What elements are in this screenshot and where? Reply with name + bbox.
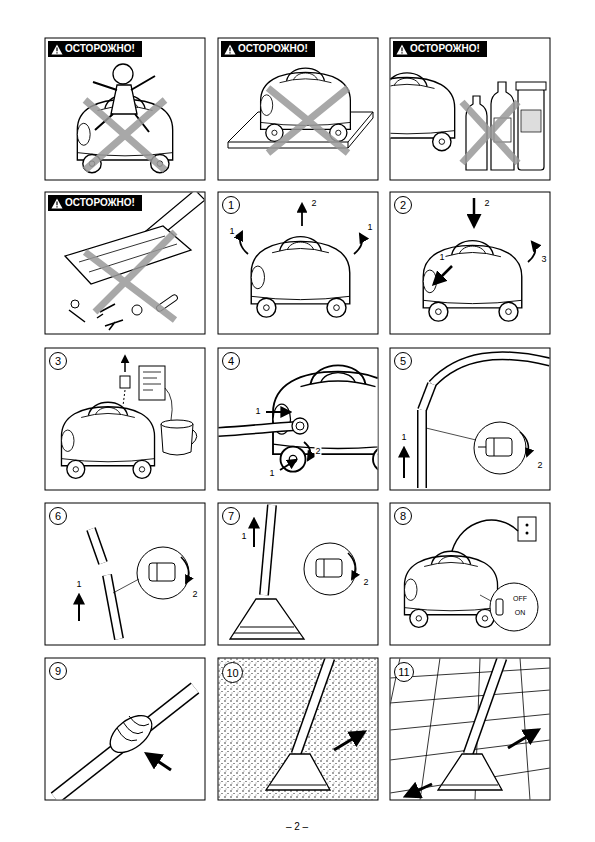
step-number-text: 5 xyxy=(400,355,406,367)
step8-figure xyxy=(404,517,538,631)
callout-number: 2 xyxy=(310,199,317,209)
step-number: 4 xyxy=(222,352,240,370)
step-number-text: 9 xyxy=(55,665,61,677)
warning-text: ОСТОРОЖНО! xyxy=(410,43,480,54)
callout-number: 1 xyxy=(240,532,247,542)
callout-number: 1 xyxy=(268,469,275,479)
step-number: 3 xyxy=(49,352,67,370)
callout-number: OFF xyxy=(512,595,528,603)
callout-number: 1 xyxy=(400,433,407,443)
step2-figure xyxy=(423,198,535,321)
warning-triangle xyxy=(52,198,63,208)
warning-triangle xyxy=(225,44,236,54)
step-number-text: 3 xyxy=(55,355,61,367)
warning-triangle xyxy=(397,44,408,54)
callout-number: 2 xyxy=(483,199,490,209)
step5-figure xyxy=(404,356,550,488)
warning-slab-figure xyxy=(228,68,373,153)
step9-figure xyxy=(55,688,195,798)
warning-icon xyxy=(396,44,408,55)
callout-number: 1 xyxy=(366,223,373,233)
step-number-text: 2 xyxy=(400,199,406,211)
warning-text: ОСТОРОЖНО! xyxy=(238,43,308,54)
step-number-text: 7 xyxy=(228,510,234,522)
step-number-text: 1 xyxy=(228,199,234,211)
warning-banner: ОСТОРОЖНО! xyxy=(48,195,142,211)
step-number: 9 xyxy=(49,662,67,680)
page-number: – 2 – xyxy=(285,821,309,832)
panel-frames xyxy=(45,38,550,800)
warning-child-figure xyxy=(77,64,172,173)
step3-figure xyxy=(61,356,196,478)
callout-number: 2 xyxy=(362,578,369,588)
warning-text: ОСТОРОЖНО! xyxy=(65,43,135,54)
step6-figure xyxy=(79,529,189,639)
warning-mark xyxy=(401,47,402,53)
warning-text: ОСТОРОЖНО! xyxy=(65,197,135,208)
step-number: 10 xyxy=(222,662,243,683)
warning-mark xyxy=(229,47,230,53)
warning-icon xyxy=(51,198,63,209)
step-number: 8 xyxy=(394,507,412,525)
step10-figure xyxy=(218,658,378,800)
warning-banner: ОСТОРОЖНО! xyxy=(393,41,487,57)
warning-banner: ОСТОРОЖНО! xyxy=(221,41,315,57)
step-number-text: 8 xyxy=(400,510,406,522)
warning-debris-figure xyxy=(65,190,205,330)
callout-number: 2 xyxy=(191,590,198,600)
step7-figure xyxy=(230,505,356,639)
callout-number: 3 xyxy=(540,255,547,265)
warning-icon xyxy=(51,44,63,55)
warning-triangle xyxy=(52,44,63,54)
callout-number: 1 xyxy=(254,407,261,417)
warning-chemicals-figure xyxy=(359,73,546,170)
step-number: 5 xyxy=(394,352,412,370)
warning-mark xyxy=(56,201,57,207)
step1-figure xyxy=(240,204,362,317)
callout-number: 1 xyxy=(228,227,235,237)
callout-number: 1 xyxy=(438,253,445,263)
warning-icon xyxy=(224,44,236,55)
step4-figure xyxy=(218,365,403,471)
step-number: 7 xyxy=(222,507,240,525)
step-number-text: 4 xyxy=(228,355,234,367)
warning-mark xyxy=(56,47,57,53)
callout-number: 2 xyxy=(314,447,321,457)
step-number: 11 xyxy=(394,662,414,682)
step11-figure xyxy=(370,658,550,800)
step-number-text: 10 xyxy=(226,667,238,679)
callout-number: 2 xyxy=(536,461,543,471)
step-number: 6 xyxy=(49,507,67,525)
warning-banner: ОСТОРОЖНО! xyxy=(48,41,142,57)
callout-number: 1 xyxy=(75,580,82,590)
step-number: 2 xyxy=(394,196,412,214)
step-number: 1 xyxy=(222,196,240,214)
callout-number: ON xyxy=(514,609,527,617)
step-number-text: 11 xyxy=(398,666,409,678)
step-number-text: 6 xyxy=(55,510,61,522)
